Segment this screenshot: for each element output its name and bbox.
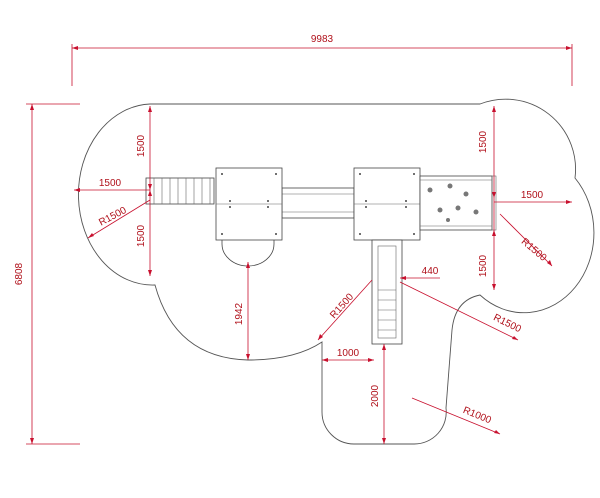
label-overall-height: 6808	[14, 262, 25, 285]
right-tower	[353, 167, 421, 241]
dimension-center-vertical: 1942	[234, 262, 250, 360]
dimension-right-horizontal: 1500	[494, 190, 572, 204]
label-right-radius: R1500	[519, 236, 549, 264]
label-left-horizontal: 1500	[99, 178, 122, 189]
left-tower	[215, 167, 283, 267]
dimension-bottom-radius: R1000	[411, 397, 501, 435]
label-right-horizontal: 1500	[521, 190, 544, 201]
label-inner-radius-right: R1500	[491, 312, 523, 335]
label-left-upper: 1500	[136, 134, 147, 157]
label-notch-width: 1000	[337, 348, 360, 359]
label-right-lower: 1500	[478, 254, 489, 277]
label-inner-radius-left: R1500	[328, 291, 356, 321]
dimension-overall-width: 9983	[71, 34, 573, 86]
dimension-right-radius: R1500	[499, 213, 553, 267]
label-left-lower: 1500	[136, 224, 147, 247]
label-bottom-vertical: 2000	[370, 384, 381, 407]
dimension-overall-height: 6808	[14, 103, 80, 445]
bridge	[281, 187, 355, 219]
dimension-notch-width: 1000	[322, 348, 374, 362]
ladder	[145, 177, 215, 205]
dimension-inner-radius-left: R1500	[317, 279, 373, 341]
dimension-left-horizontal: 1500	[74, 178, 150, 192]
dimension-left-verticals: 1500 1500	[136, 106, 152, 276]
label-center-vertical: 1942	[234, 302, 245, 325]
label-slide-width: 440	[422, 266, 439, 277]
label-left-radius: R1500	[97, 205, 129, 229]
label-right-upper: 1500	[478, 130, 489, 153]
label-overall-width: 9983	[311, 34, 334, 45]
climbing-wall	[419, 175, 497, 231]
dimension-slide-width: 440	[400, 266, 440, 280]
dimension-bottom-vertical: 2000	[370, 344, 386, 444]
safety-zone-outline	[78, 98, 595, 445]
label-bottom-radius: R1000	[461, 405, 493, 426]
dimension-inner-radius-right: R1500	[399, 281, 523, 341]
dimension-right-verticals: 1500 1500	[478, 106, 496, 290]
slide	[371, 239, 403, 345]
